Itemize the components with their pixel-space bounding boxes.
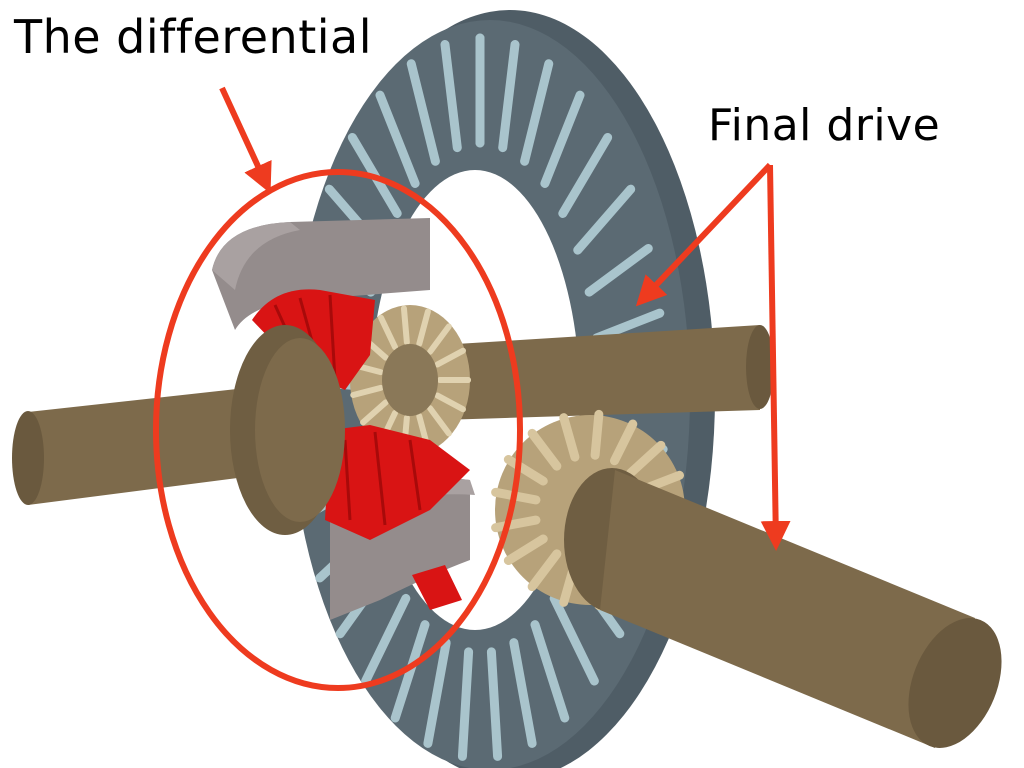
gear-tooth: [530, 620, 570, 723]
gear-tooth: [626, 440, 666, 478]
gear-tooth: [573, 184, 636, 255]
gear-tooth: [540, 90, 585, 188]
differential-arrow: [219, 86, 272, 194]
gear-tooth: [361, 593, 411, 686]
gear-tooth: [427, 405, 452, 437]
gear-tooth: [584, 243, 653, 297]
differential-highlight-ellipse: [153, 169, 523, 691]
side-gear: [350, 305, 471, 455]
gear-tooth: [427, 323, 452, 355]
gear-tooth: [549, 593, 599, 686]
gear-tooth: [498, 40, 520, 153]
final-drive-label: Final drive: [708, 100, 941, 151]
gear-tooth: [390, 620, 430, 723]
drive-shaft-front: [600, 470, 1002, 748]
gear-tooth: [378, 314, 398, 351]
gear-tooth: [491, 515, 541, 533]
gear-tooth: [406, 59, 440, 166]
gear-tooth: [520, 59, 554, 166]
annotations: [153, 86, 791, 691]
gear-tooth: [558, 132, 613, 218]
final-drive-arrow-to-pinion: [760, 164, 791, 551]
gear-tooth: [527, 428, 562, 471]
final-drive-arrow-to-ring-gear: [635, 162, 773, 307]
gear-tooth: [400, 305, 410, 346]
gear-tooth: [527, 549, 562, 592]
axle-shaft-left: [12, 325, 345, 535]
gear-tooth: [434, 347, 466, 368]
spider-gears: [252, 289, 470, 610]
gear-tooth: [503, 534, 548, 566]
gear-tooth: [350, 384, 384, 398]
gear-tooth: [375, 90, 420, 188]
gear-tooth: [434, 392, 466, 413]
gear-tooth: [503, 454, 548, 486]
gear-tooth: [509, 638, 537, 748]
gear-tooth: [610, 419, 638, 466]
gear-tooth: [590, 409, 604, 460]
gear-tooth: [416, 308, 431, 347]
gear-tooth: [592, 308, 665, 343]
drive-shaft-end: [908, 618, 1002, 748]
spider-pin: [412, 565, 462, 610]
gear-tooth: [360, 399, 389, 426]
spider-gear-upper: [252, 289, 375, 390]
differential-label: The differential: [14, 10, 372, 64]
spider-gear-lower: [325, 425, 470, 540]
gear-tooth: [559, 413, 580, 462]
gear-tooth: [486, 647, 503, 761]
gear-tooth: [423, 638, 451, 748]
gear-tooth: [440, 40, 462, 153]
gear-tooth: [457, 647, 474, 761]
